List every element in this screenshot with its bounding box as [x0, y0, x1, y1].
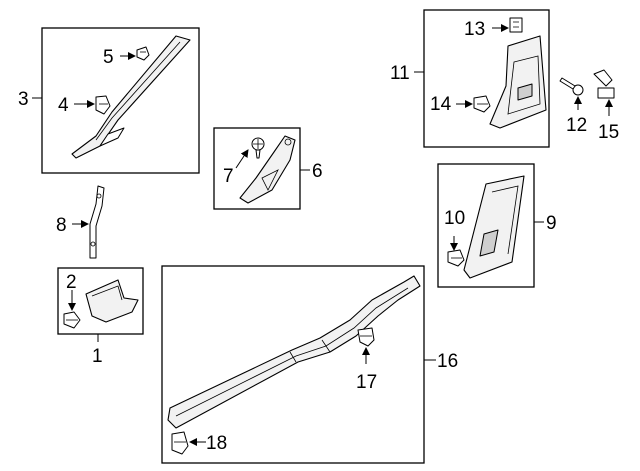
callout-10[interactable]: 10 — [444, 208, 465, 229]
a-pillar-trim[interactable] — [71, 35, 191, 159]
clip-icon-14[interactable] — [473, 95, 491, 113]
callout-15[interactable]: 15 — [598, 122, 619, 143]
box-group-6 — [213, 127, 301, 210]
callout-6[interactable]: 6 — [312, 161, 323, 182]
box-group-11 — [423, 9, 550, 148]
callout-18[interactable]: 18 — [206, 433, 227, 454]
b-pillar-upper-trim-part-11[interactable] — [489, 35, 547, 129]
leader-7 — [235, 149, 249, 169]
callout-1[interactable]: 1 — [92, 346, 103, 367]
trim-cover-part-1[interactable] — [85, 279, 139, 323]
bracket-part-8[interactable] — [89, 185, 105, 259]
callout-16[interactable]: 16 — [437, 351, 458, 372]
scuff-plate-part-16[interactable] — [167, 275, 421, 429]
callout-2[interactable]: 2 — [66, 272, 77, 293]
callout-5[interactable]: 5 — [103, 47, 114, 68]
clip-icon-17[interactable] — [357, 327, 375, 347]
callout-3[interactable]: 3 — [18, 89, 29, 110]
box-group-1 — [57, 267, 144, 335]
clip-icon-18[interactable] — [171, 431, 189, 455]
clip-icon-5[interactable] — [136, 46, 150, 61]
callout-14[interactable]: 14 — [430, 94, 452, 115]
callout-13[interactable]: 13 — [464, 19, 485, 40]
callout-17[interactable]: 17 — [356, 372, 377, 393]
box-group-16 — [161, 265, 425, 464]
callout-12[interactable]: 12 — [566, 115, 587, 136]
clip-icon-4[interactable] — [95, 95, 111, 115]
screw-icon-7[interactable] — [251, 137, 265, 159]
clip-icon-2[interactable] — [63, 311, 81, 329]
callout-11[interactable]: 11 — [390, 63, 410, 84]
b-pillar-lower-trim-part-9[interactable] — [463, 175, 525, 279]
callout-4[interactable]: 4 — [58, 95, 69, 116]
box-group-9 — [437, 163, 535, 288]
callout-7[interactable]: 7 — [223, 166, 234, 187]
clip-icon-10[interactable] — [447, 249, 465, 267]
box-group-3 — [41, 27, 200, 174]
bolt-icon-12[interactable] — [559, 77, 584, 96]
callout-8[interactable]: 8 — [56, 215, 67, 236]
clip-icon-13[interactable] — [509, 17, 523, 33]
callout-9[interactable]: 9 — [546, 213, 557, 234]
pillar-bracket-part-6[interactable] — [239, 135, 296, 204]
clip-icon-15[interactable] — [593, 69, 615, 99]
